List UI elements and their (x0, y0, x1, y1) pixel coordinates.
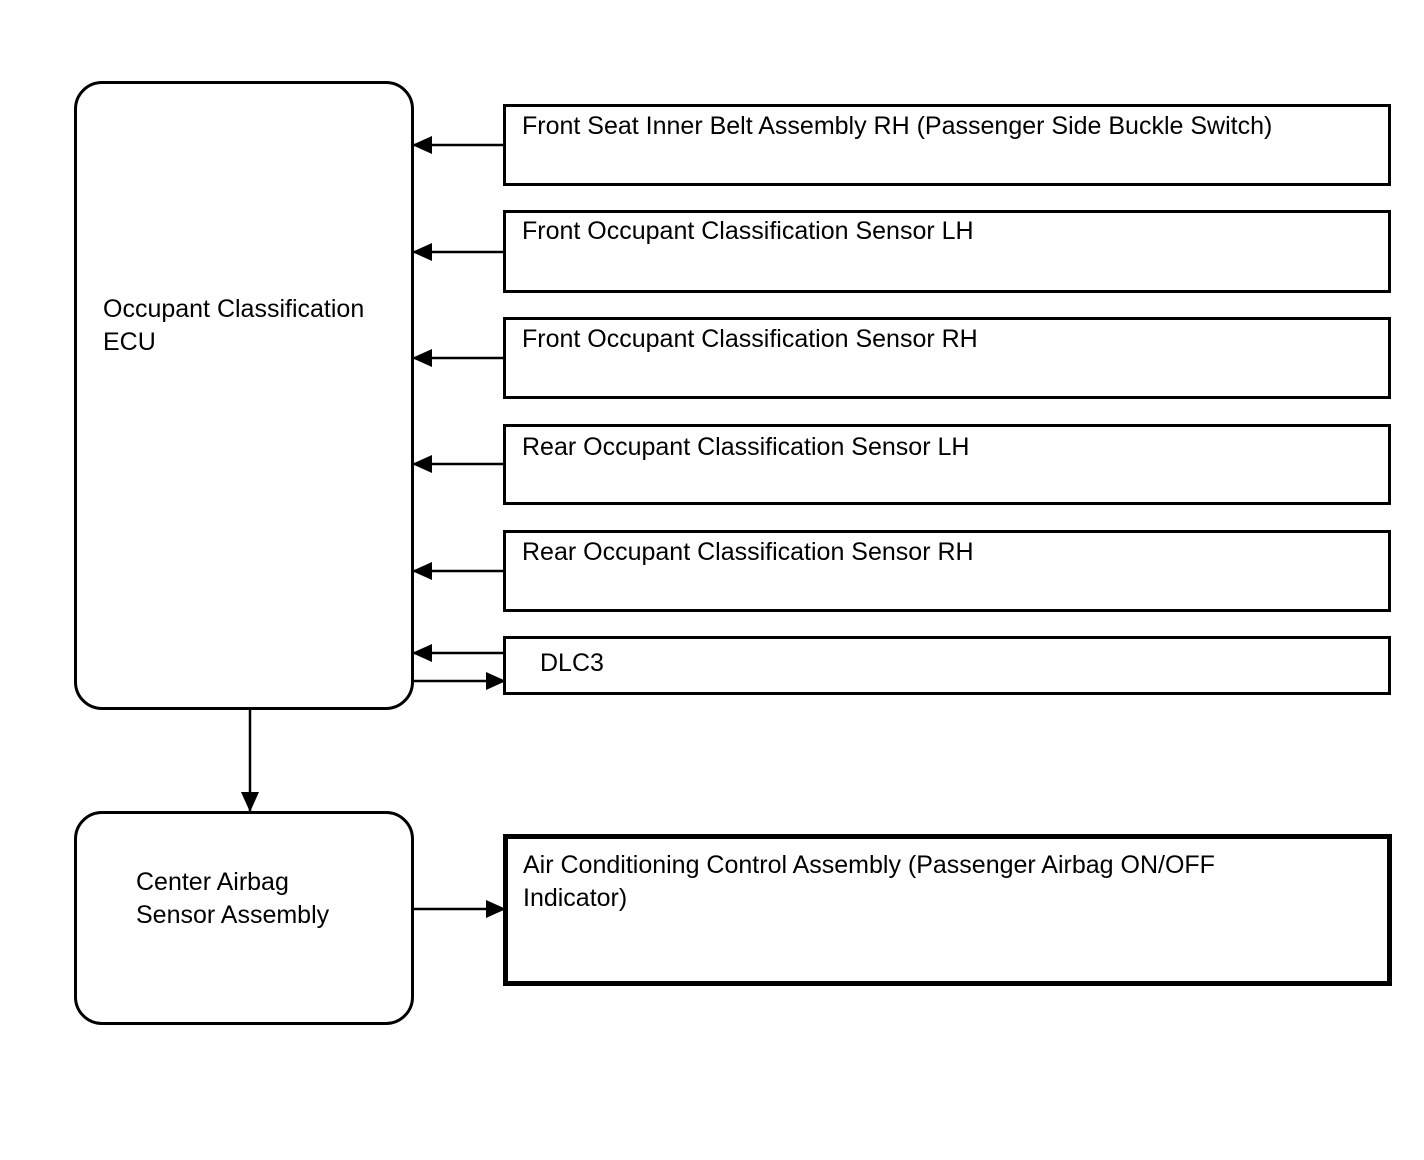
rear-sensor-rh-block: Rear Occupant Classification Sensor RH (503, 530, 1391, 612)
rear-sensor-lh-label: Rear Occupant Classification Sensor LH (522, 433, 970, 461)
front-sensor-lh-label: Front Occupant Classification Sensor LH (522, 217, 974, 245)
rear-sensor-lh-block: Rear Occupant Classification Sensor LH (503, 424, 1391, 505)
rear-sensor-rh-label: Rear Occupant Classification Sensor RH (522, 538, 974, 566)
center-airbag-label: Center Airbag Sensor Assembly (136, 866, 329, 932)
center-airbag-label-line2: Sensor Assembly (136, 901, 330, 929)
front-sensor-rh-label: Front Occupant Classification Sensor RH (522, 325, 978, 353)
dlc3-block: DLC3 (503, 636, 1391, 695)
buckle-switch-label: Front Seat Inner Belt Assembly RH (Passe… (522, 112, 1273, 140)
center-airbag-label-line1: Center Airbag (136, 868, 289, 896)
ecu-label: Occupant Classification ECU (103, 293, 364, 359)
ecu-label-line2: ECU (103, 328, 156, 356)
buckle-switch-block: Front Seat Inner Belt Assembly RH (Passe… (503, 104, 1391, 186)
ecu-block: Occupant Classification ECU (74, 81, 414, 710)
dlc3-label: DLC3 (540, 649, 604, 677)
ac-control-label-line2: Indicator) (523, 884, 628, 912)
front-sensor-rh-block: Front Occupant Classification Sensor RH (503, 317, 1391, 399)
center-airbag-block: Center Airbag Sensor Assembly (74, 811, 414, 1025)
ecu-label-line1: Occupant Classification (103, 295, 365, 323)
ac-control-label: Air Conditioning Control Assembly (Passe… (523, 849, 1215, 915)
ac-control-block: Air Conditioning Control Assembly (Passe… (503, 834, 1392, 986)
front-sensor-lh-block: Front Occupant Classification Sensor LH (503, 210, 1391, 293)
ac-control-label-line1: Air Conditioning Control Assembly (Passe… (523, 851, 1215, 879)
